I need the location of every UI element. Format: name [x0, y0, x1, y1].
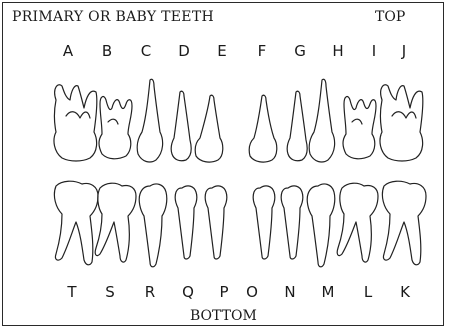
tooth-r-canine: [139, 184, 167, 267]
tooth-e-incisor: [195, 95, 223, 162]
tooth-d-incisor: [171, 91, 191, 161]
tooth-t-molar: [54, 181, 98, 265]
tooth-h-canine: [309, 79, 334, 162]
tooth-i-molar: [343, 97, 376, 159]
tooth-m-canine: [307, 184, 335, 267]
tooth-f-incisor: [249, 95, 277, 162]
tooth-n-incisor: [281, 186, 303, 259]
tooth-b-molar: [99, 97, 132, 159]
tooth-o-incisor: [253, 186, 275, 259]
tooth-j-molar: [380, 85, 423, 161]
tooth-p-incisor: [205, 186, 227, 259]
tooth-a-molar: [54, 85, 97, 161]
tooth-g-incisor: [287, 91, 307, 161]
tooth-q-incisor: [175, 186, 197, 259]
tooth-c-canine: [137, 79, 162, 162]
tooth-l-molar: [337, 183, 378, 262]
tooth-s-molar: [95, 183, 136, 262]
tooth-k-molar: [382, 181, 426, 265]
